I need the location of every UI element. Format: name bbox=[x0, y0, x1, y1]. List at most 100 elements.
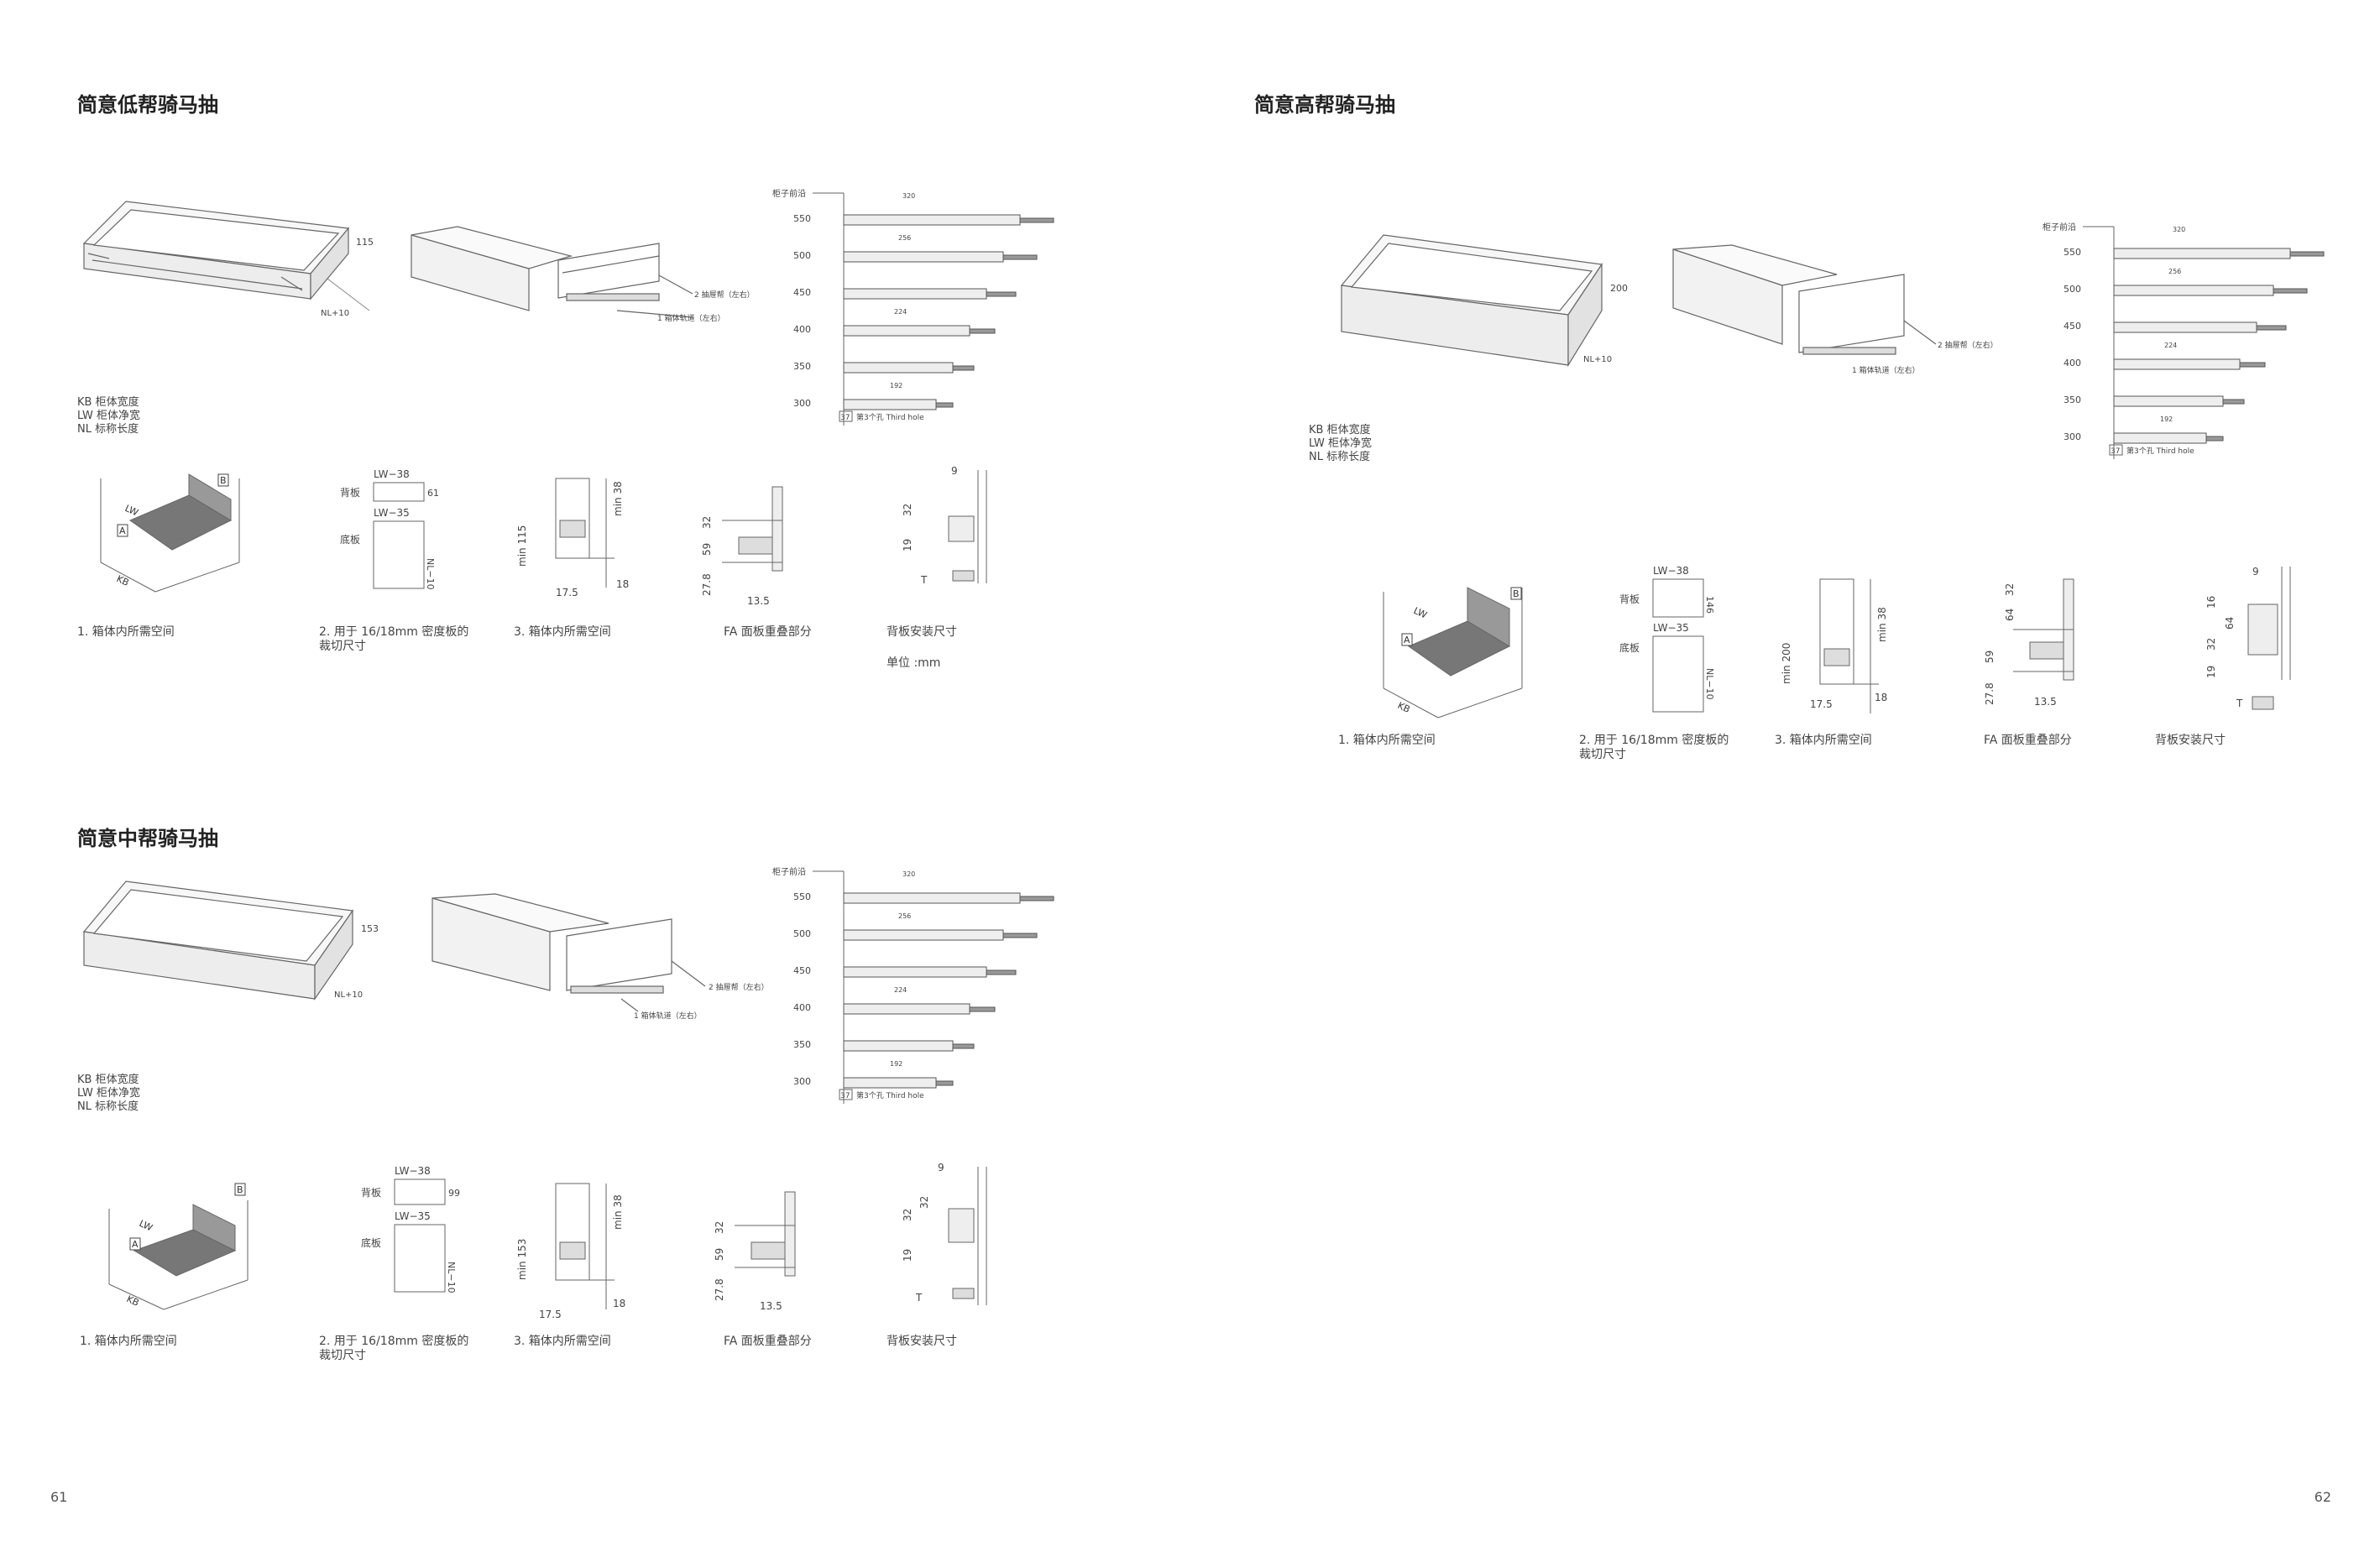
rail-length-300: 300 bbox=[793, 398, 811, 409]
low-nl-dim: NL+10 bbox=[321, 309, 349, 318]
unit-label: 单位 :mm bbox=[887, 656, 941, 670]
rail-length-500: 500 bbox=[793, 250, 811, 261]
rail-length-550: 550 bbox=[793, 213, 811, 224]
rail-length-450: 450 bbox=[793, 287, 811, 298]
space-label-a: A bbox=[119, 525, 126, 536]
low-caption-5: 背板安装尺寸 bbox=[887, 625, 957, 639]
rail-dim-224: 224 bbox=[894, 308, 907, 316]
fa-32: 32 bbox=[2004, 583, 2016, 596]
rail-table-header: 柜子前沿 bbox=[772, 866, 806, 877]
mid-exploded-drawing: 2 抽屉帮（左右） 1 箱体轨道（左右） bbox=[432, 893, 769, 1021]
mid-detail-clearance: min 153 min 38 17.5 18 bbox=[516, 1183, 625, 1320]
rail-length-400: 400 bbox=[793, 324, 811, 335]
clearance-min: min 115 bbox=[516, 525, 528, 567]
high-detail-panels: LW−38 背板 146 LW−35 底板 NL−10 bbox=[1619, 565, 1715, 713]
panel-h: 99 bbox=[448, 1188, 460, 1199]
fa-32: 32 bbox=[714, 1221, 725, 1234]
section-title-low: 简意低帮骑马抽 bbox=[77, 93, 218, 117]
rail-dim-224: 224 bbox=[894, 986, 907, 994]
low-height-dim: 115 bbox=[356, 237, 374, 248]
space-label-kb: KB bbox=[1396, 700, 1412, 715]
back-19: 19 bbox=[902, 1249, 913, 1262]
legend-lw: LW 柜体净宽 bbox=[77, 1087, 141, 1100]
space-label-a: A bbox=[132, 1239, 139, 1250]
rail-third-hole-text: 第3个孔 Third hole bbox=[2126, 446, 2194, 456]
rail-table-header: 柜子前沿 bbox=[2043, 222, 2076, 233]
back-t: T bbox=[915, 1292, 923, 1304]
rail-third-hole-dim: 37 bbox=[840, 414, 850, 422]
rail-dim-320: 320 bbox=[902, 192, 915, 200]
fa-59: 59 bbox=[714, 1248, 725, 1261]
rail-dim-192: 192 bbox=[2160, 415, 2173, 423]
low-caption-3: 3. 箱体内所需空间 bbox=[514, 625, 611, 639]
high-callout-rail: 1 箱体轨道（左右） bbox=[1852, 365, 1920, 375]
back-32b: 32 bbox=[918, 1196, 930, 1209]
high-detail-clearance: min 200 min 38 17.5 18 bbox=[1781, 578, 1888, 713]
high-exploded-drawing: 2 抽屉帮（左右） 1 箱体轨道（左右） bbox=[1672, 244, 1998, 375]
mid-callout-side: 2 抽屉帮（左右） bbox=[709, 982, 769, 992]
mid-caption-2: 2. 用于 16/18mm 密度板的裁切尺寸 bbox=[319, 1335, 469, 1362]
low-box-drawing: 115 NL+10 bbox=[82, 201, 374, 318]
high-caption-5: 背板安装尺寸 bbox=[2155, 734, 2226, 747]
back-32: 32 bbox=[2205, 638, 2217, 651]
back-16: 16 bbox=[2205, 596, 2217, 609]
space-label-b: B bbox=[220, 475, 227, 486]
back-t: T bbox=[920, 574, 928, 586]
back-32: 32 bbox=[902, 504, 913, 516]
high-legend: KB 柜体宽度 LW 柜体净宽 NL 标称长度 bbox=[1309, 424, 1372, 464]
panel-back: 背板 bbox=[340, 487, 360, 499]
mid-detail-panels: LW−38 背板 99 LW−35 底板 NL−10 bbox=[361, 1165, 460, 1293]
low-callout-side: 2 抽屉帮（左右） bbox=[694, 290, 755, 300]
panel-lw38: LW−38 bbox=[1653, 565, 1689, 577]
space-label-lw: LW bbox=[138, 1218, 154, 1234]
fa-32: 32 bbox=[701, 516, 713, 529]
fa-135: 13.5 bbox=[2034, 696, 2057, 708]
mid-callout-rail: 1 箱体轨道（左右） bbox=[634, 1011, 702, 1021]
fa-278: 27.8 bbox=[714, 1278, 725, 1301]
rail-length-400: 400 bbox=[793, 1002, 811, 1013]
panel-h: 146 bbox=[1704, 596, 1715, 614]
legend-kb: KB 柜体宽度 bbox=[77, 1074, 139, 1086]
panel-back: 背板 bbox=[1619, 593, 1640, 605]
mid-rail-table: 柜子前沿 550 500 450 400 350 300 320 256 224… bbox=[772, 866, 1054, 1104]
page-62: 简意高帮骑马抽 200 NL+10 2 抽屉帮（左右） 1 箱体轨道（左右） K… bbox=[1190, 0, 2380, 1552]
legend-kb: KB 柜体宽度 bbox=[77, 396, 139, 409]
back-19: 19 bbox=[2205, 666, 2217, 678]
section-title-mid: 简意中帮骑马抽 bbox=[77, 827, 218, 850]
high-caption-2: 2. 用于 16/18mm 密度板的裁切尺寸 bbox=[1579, 734, 1729, 761]
page-61: 简意低帮骑马抽 115 NL+10 2 抽屉帮（左右） 1 箱体轨道（左右） bbox=[50, 93, 1054, 1505]
rail-length-300: 300 bbox=[793, 1076, 811, 1087]
rail-table-header: 柜子前沿 bbox=[772, 188, 806, 199]
space-label-kb: KB bbox=[125, 1293, 141, 1309]
high-caption-3: 3. 箱体内所需空间 bbox=[1775, 734, 1872, 747]
space-label-lw: LW bbox=[1412, 605, 1429, 621]
legend-kb: KB 柜体宽度 bbox=[1309, 424, 1371, 436]
legend-nl: NL 标称长度 bbox=[77, 1100, 139, 1113]
rail-length-350: 350 bbox=[793, 361, 811, 372]
mid-box-drawing: 153 NL+10 bbox=[82, 881, 379, 1001]
low-detail-clearance: min 115 min 38 17.5 18 bbox=[516, 478, 629, 598]
rail-dim-256: 256 bbox=[898, 234, 911, 242]
legend-nl: NL 标称长度 bbox=[77, 423, 139, 436]
mid-caption-1: 1. 箱体内所需空间 bbox=[80, 1335, 177, 1348]
low-caption-1: 1. 箱体内所需空间 bbox=[77, 625, 175, 639]
clearance-min38: min 38 bbox=[1876, 607, 1888, 642]
page-number-left: 61 bbox=[50, 1489, 68, 1505]
rail-third-hole-text: 第3个孔 Third hole bbox=[856, 412, 924, 422]
fa-135: 13.5 bbox=[747, 595, 770, 607]
mid-nl-dim: NL+10 bbox=[334, 990, 363, 1000]
back-32a: 32 bbox=[902, 1209, 913, 1221]
low-legend: KB 柜体宽度 LW 柜体净宽 NL 标称长度 bbox=[77, 396, 140, 436]
clearance-min: min 200 bbox=[1781, 643, 1792, 684]
rail-length-500: 500 bbox=[2064, 284, 2081, 295]
legend-nl: NL 标称长度 bbox=[1309, 451, 1371, 463]
back-9: 9 bbox=[2252, 566, 2259, 577]
clearance-18: 18 bbox=[616, 578, 629, 590]
panel-lw38: LW−38 bbox=[374, 468, 410, 480]
rail-length-400: 400 bbox=[2064, 358, 2081, 368]
low-detail-fa: 32 59 27.8 13.5 bbox=[701, 486, 783, 607]
rail-dim-192: 192 bbox=[890, 382, 902, 389]
rail-third-hole-dim: 37 bbox=[2111, 447, 2120, 456]
low-caption-2: 2. 用于 16/18mm 密度板的裁切尺寸 bbox=[319, 625, 469, 653]
rail-length-450: 450 bbox=[2064, 321, 2081, 332]
